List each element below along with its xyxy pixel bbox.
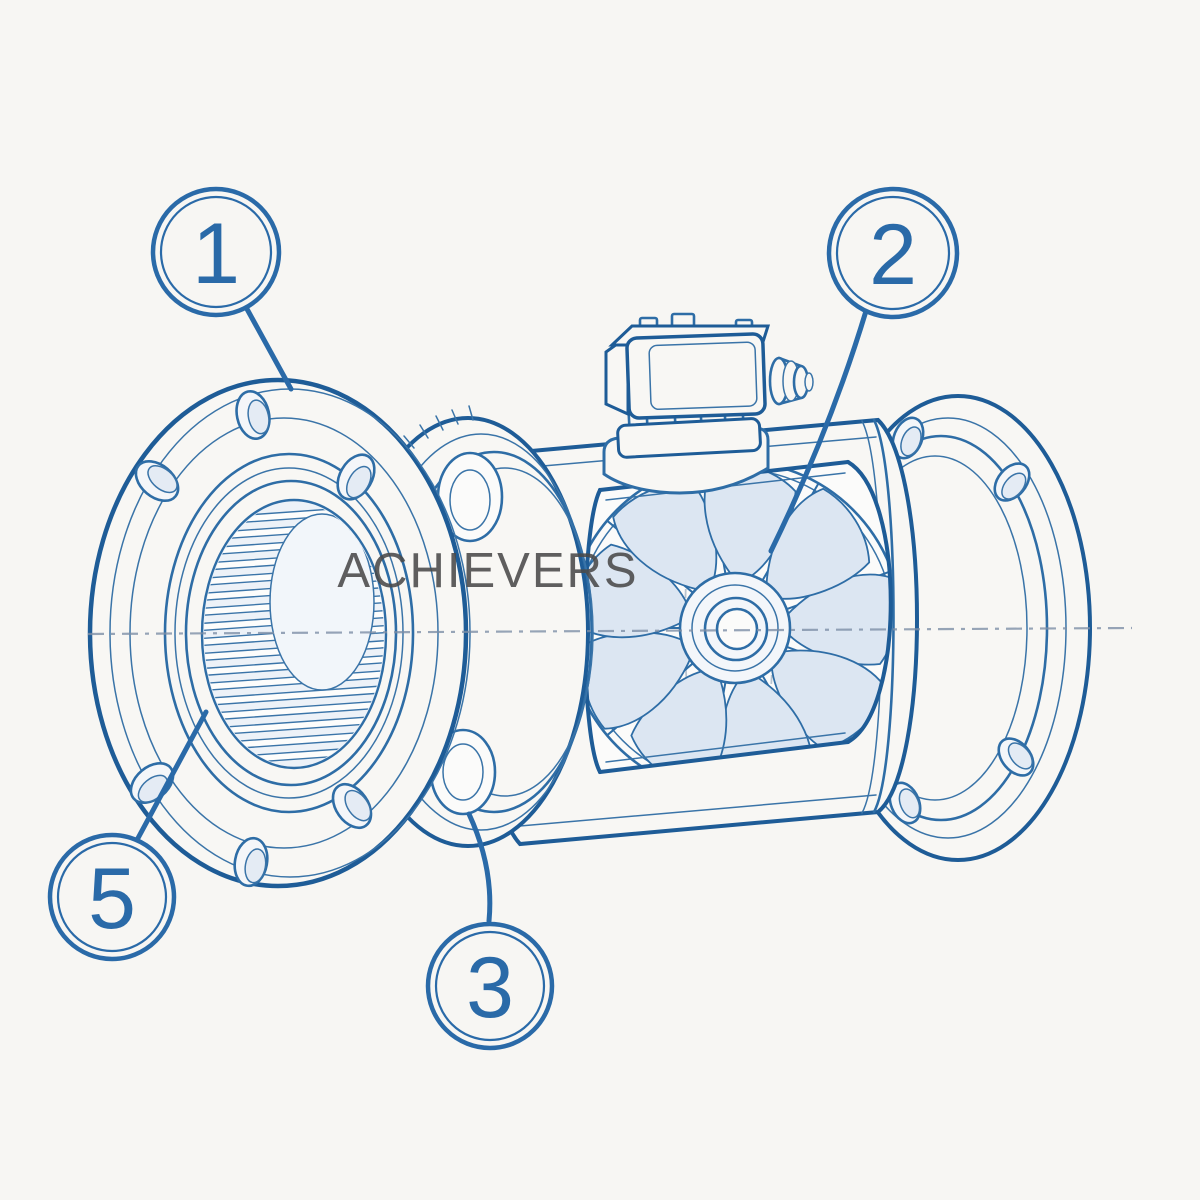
bolt-hole: [888, 781, 922, 825]
callout-5-leader: [134, 709, 209, 843]
bolt-hole: [891, 416, 925, 460]
callout-1-circle-inner: [159, 195, 273, 309]
callouts: 1 2 3 5: [47, 186, 960, 1051]
callout-5-label: 5: [88, 851, 136, 947]
watermark-text: ACHIEVERS: [337, 544, 638, 598]
callout-1-circle: [150, 186, 282, 318]
turbine-rotor: [585, 462, 891, 772]
body-end-joint-arc: [872, 418, 895, 814]
callout-5-circle-inner: [56, 841, 168, 953]
hub-knurl-ticks: [403, 405, 474, 449]
callout-5-circle: [47, 832, 177, 962]
callout-1: 1: [150, 186, 294, 392]
bolt-hole: [336, 453, 376, 501]
inlet-flange: [87, 377, 471, 889]
sensor-mount-plate: [616, 417, 762, 459]
bolt-hole: [235, 389, 271, 441]
callout-3-circle: [425, 921, 555, 1051]
callout-3-leader: [466, 811, 493, 924]
window-frame-right: [846, 460, 893, 744]
callout-3: 3: [425, 811, 555, 1051]
callout-2-leader: [768, 308, 869, 554]
callout-3-label: 3: [466, 940, 514, 1036]
bore-through-hole: [269, 513, 375, 691]
callout-1-label: 1: [192, 206, 240, 302]
sensor-assembly: [602, 312, 814, 495]
sensor-box-side: [604, 333, 630, 417]
callout-2: 2: [768, 186, 960, 554]
spline-bore: [204, 504, 384, 766]
rotor-hub: [678, 571, 792, 685]
callout-1-leader: [244, 306, 294, 392]
body-bottom-inner-line: [519, 794, 877, 827]
callout-2-circle-inner: [835, 195, 951, 311]
bolt-hole: [331, 783, 373, 829]
bolt-hole: [997, 737, 1035, 777]
bolt-hole: [233, 836, 269, 888]
cutaway-window: [583, 460, 893, 774]
sensor-box-front: [625, 332, 767, 420]
window-frame-bottom: [598, 740, 850, 774]
bolt-hole: [134, 459, 180, 503]
callout-2-label: 2: [869, 207, 917, 303]
callout-2-circle: [826, 186, 960, 320]
bolt-hole: [993, 462, 1031, 502]
sensor-box-panel: [648, 341, 758, 411]
horizontal-centerline: [87, 626, 1133, 636]
window-frame-bottom-inner: [605, 732, 846, 763]
sensor-connector: [768, 356, 814, 406]
callout-3-circle-inner: [434, 930, 546, 1042]
callout-5: 5: [47, 709, 209, 962]
